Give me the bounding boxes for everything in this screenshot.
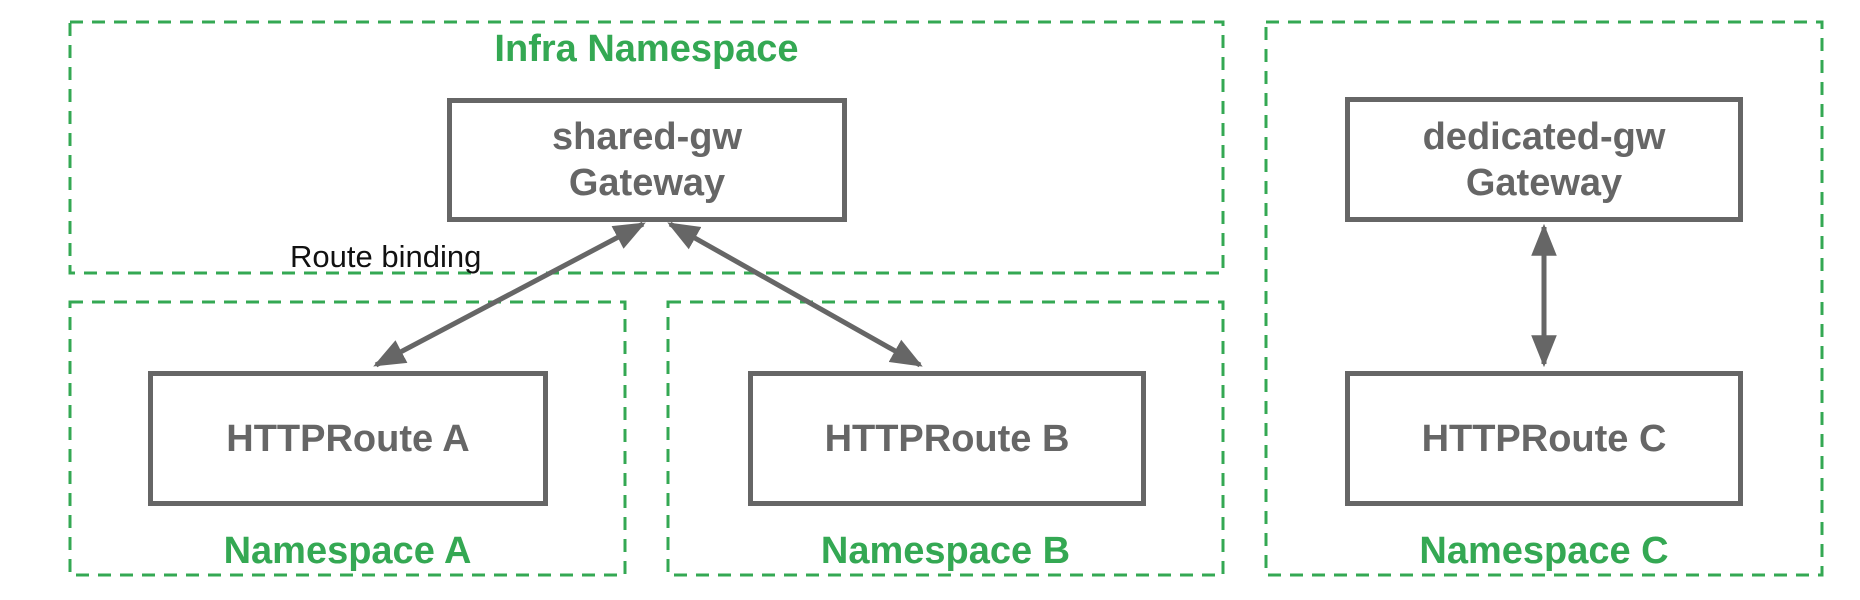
namespace-b-label: Namespace B bbox=[820, 530, 1071, 572]
dedicated-gw-gateway-node: dedicated-gw Gateway bbox=[1345, 97, 1743, 222]
dedicated-gw-name: dedicated-gw bbox=[1422, 115, 1666, 158]
shared-gw-gateway-node: shared-gw Gateway bbox=[447, 98, 847, 222]
httproute-a-node: HTTPRoute A bbox=[148, 371, 548, 506]
shared-gw-name: shared-gw bbox=[551, 116, 743, 158]
namespace-c-label: Namespace C bbox=[1419, 530, 1669, 572]
httproute-b-label: HTTPRoute B bbox=[824, 417, 1070, 460]
namespace-c-border bbox=[1264, 20, 1824, 577]
infra-namespace-label: Infra Namespace bbox=[494, 28, 799, 70]
httproute-b-node: HTTPRoute B bbox=[748, 371, 1146, 506]
dedicated-gw-type: Gateway bbox=[1465, 161, 1623, 204]
infra-namespace-border bbox=[68, 20, 1225, 275]
route-binding-annotation: Route binding bbox=[290, 239, 482, 274]
namespace-a-label: Namespace A bbox=[223, 530, 472, 572]
arrow-route-b-to-shared-gw bbox=[667, 221, 923, 368]
arrow-route-a-to-shared-gw bbox=[373, 221, 646, 368]
httproute-a-label: HTTPRoute A bbox=[226, 417, 470, 460]
namespace-b-border bbox=[666, 300, 1225, 577]
namespace-a-border bbox=[68, 300, 627, 577]
httproute-c-node: HTTPRoute C bbox=[1345, 371, 1743, 506]
shared-gw-type: Gateway bbox=[568, 162, 726, 204]
httproute-c-label: HTTPRoute C bbox=[1421, 417, 1667, 460]
